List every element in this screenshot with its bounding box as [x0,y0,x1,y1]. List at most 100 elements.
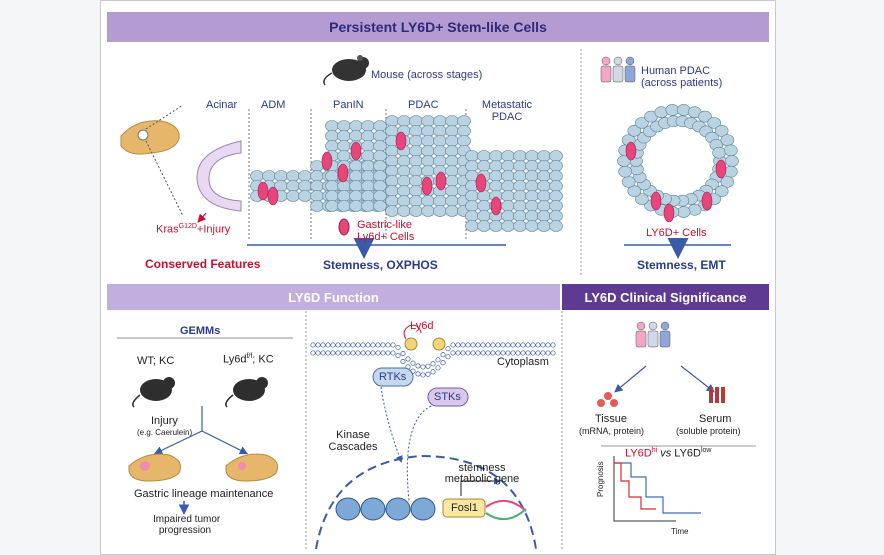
kras-label: KrasG12D+Injury [156,223,231,236]
epithelial-cell [349,190,363,202]
conserved-features: Conserved Features [145,257,261,271]
epithelial-cell [489,160,503,172]
epithelial-cell [325,120,339,132]
tissue-sub: (mRNA, protein) [579,426,645,436]
epithelial-cell [298,190,312,202]
epithelial-cell [349,200,363,212]
epithelial-cell [397,155,411,167]
ly6d-protein [403,324,446,351]
epithelial-cell [310,170,324,182]
nucleosome [335,497,361,521]
epithelial-cell [549,170,563,182]
epithelial-cell [433,195,447,207]
epithelial-cell [513,210,527,222]
epithelial-cell [525,180,539,192]
epithelial-cell [537,150,551,162]
epithelial-cell [501,200,515,212]
epithelial-cell [361,150,375,162]
epithelial-cell [537,160,551,172]
epithelial-cell [286,180,300,192]
epithelial-cell [385,155,399,167]
epithelial-cell [537,170,551,182]
epithelial-cell [513,170,527,182]
epithelial-cell [433,145,447,157]
serum-label: Serum [699,413,732,425]
epithelial-cell [262,170,276,182]
epithelial-cell [385,195,399,207]
gastric-like-cell [337,163,349,183]
epithelial-cell [465,160,479,172]
epithelial-cell [349,130,363,142]
wt-kc-label: WT; KC [137,355,175,367]
epithelial-cell [397,185,411,197]
human-pdac-ring [617,104,739,223]
epithelial-cell [421,145,435,157]
epithelial-cell [489,220,503,232]
people-icon [635,321,671,348]
epithelial-cell [513,160,527,172]
epithelial-cell [433,115,447,127]
epithelial-cell [373,180,387,192]
epithelial-cell [397,195,411,207]
nucleosome [385,497,411,521]
mouse-icon [132,377,175,408]
epithelial-cell [477,220,491,232]
epithelial-cell [325,200,339,212]
nucleus-envelope [315,454,537,550]
epithelial-cell [409,155,423,167]
epithelial-cell [385,145,399,157]
epithelial-cell [477,160,491,172]
epithelial-cell [724,165,738,178]
epithelial-cell [433,205,447,217]
epithelial-cell [385,165,399,177]
epithelial-cell [618,165,632,178]
epithelial-cell [513,190,527,202]
epithelial-cell [373,130,387,142]
title-band: Persistent LY6D+ Stem-like Cells [107,12,769,42]
epithelial-cell [635,117,649,129]
gastric-like-cell [490,196,502,216]
epithelial-cell [286,170,300,182]
epithelial-cell [525,200,539,212]
epithelial-cell [501,150,515,162]
epithelial-cell [421,135,435,147]
epithelial-cell [397,165,411,177]
epithelial-cell [325,190,339,202]
epithelial-cell [373,170,387,182]
epithelial-cell [477,190,491,202]
epithelial-cell [477,210,491,222]
pancreas-icon [225,453,279,482]
epithelial-cell [445,115,459,127]
epithelial-cell [707,117,721,129]
epithelial-cell [537,210,551,222]
epithelial-cell [373,200,387,212]
epithelial-cell [525,220,539,232]
rtks-label: RTKs [379,371,407,383]
stks-pill [427,387,469,407]
gastric-like-cell-legend [338,218,350,236]
epithelial-cell [477,150,491,162]
epithelial-cell [385,115,399,127]
epithelial-cell [549,200,563,212]
epithelial-cell [513,180,527,192]
epithelial-cell [501,210,515,222]
epithelial-cell [286,190,300,202]
epithelial-cell [373,120,387,132]
epithelial-cell [457,125,471,137]
epithelial-cell [549,220,563,232]
ly6d-label: Ly6d [410,320,434,332]
epithelial-cell [421,125,435,137]
epithelial-cell [445,145,459,157]
epithelial-cell [349,170,363,182]
stage-panin: PanIN [333,99,364,111]
epithelial-cell [310,190,324,202]
epithelial-cell [421,205,435,217]
nucleosome [410,497,436,521]
cytoplasm-label: Cytoplasm [497,356,549,368]
epithelial-cell [385,185,399,197]
mouse-icon [323,55,369,86]
ly6d-positive-cell [625,141,637,161]
epithelial-cell [501,160,515,172]
